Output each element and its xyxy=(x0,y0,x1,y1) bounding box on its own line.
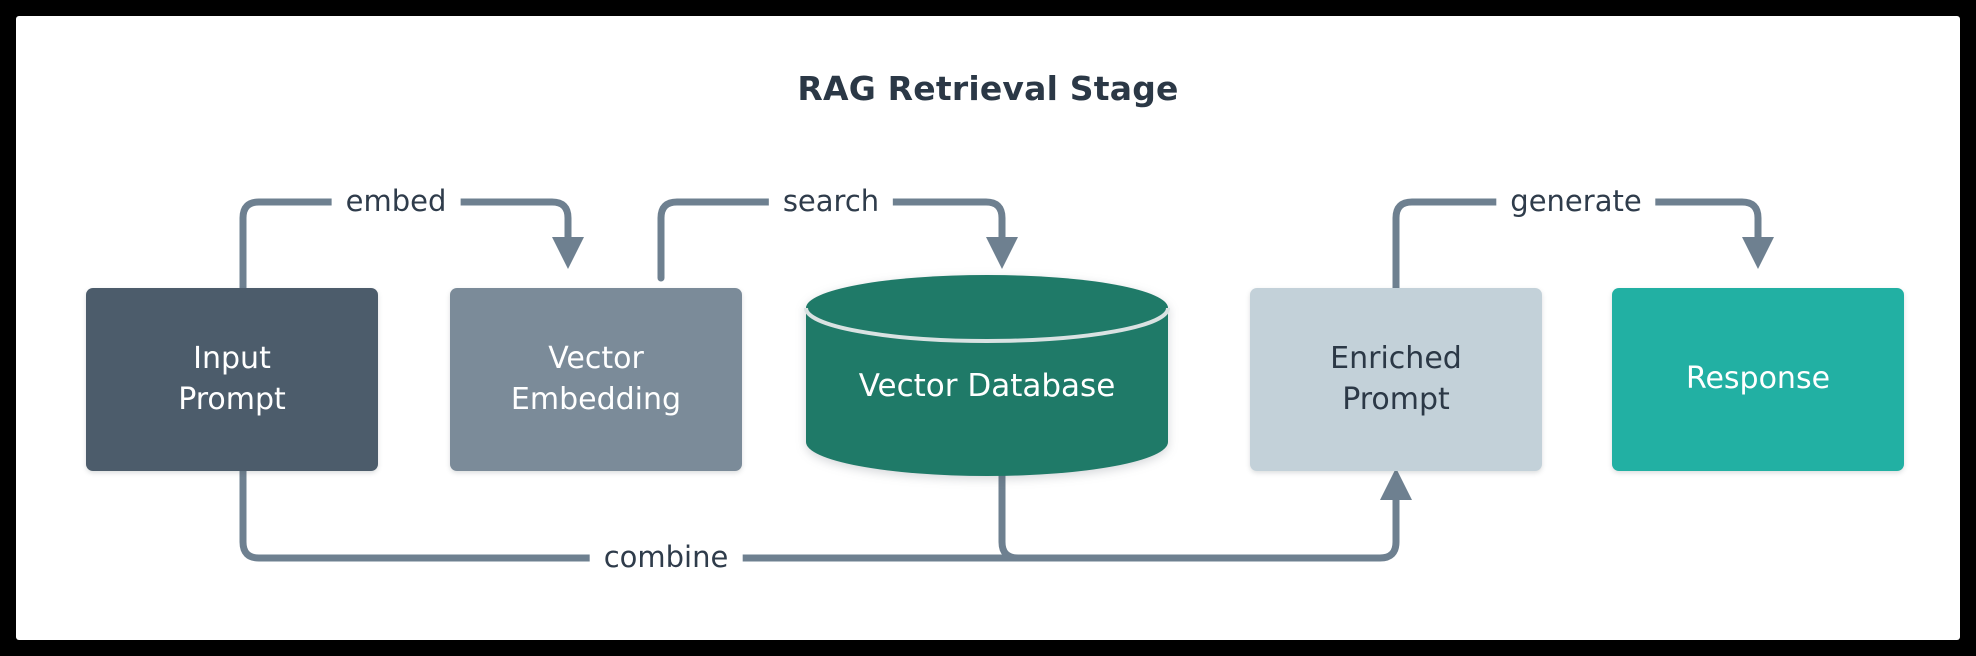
diagram-canvas: RAG Retrieval Stage xyxy=(16,16,1960,640)
cylinder-shape xyxy=(804,275,1170,476)
node-enriched-prompt-line1: Enriched xyxy=(1330,340,1462,376)
edge-label-generate: generate xyxy=(1496,185,1656,218)
node-response[interactable]: Response xyxy=(1612,288,1904,471)
edge-combine xyxy=(239,467,1412,562)
node-vector-embedding-line2: Embedding xyxy=(510,381,682,417)
node-vector-embedding-text: Vector Embedding xyxy=(511,339,681,421)
node-input-prompt-line1: Input xyxy=(193,340,271,376)
page-title: RAG Retrieval Stage xyxy=(797,69,1179,108)
node-input-prompt[interactable]: Input Prompt xyxy=(86,288,378,471)
node-enriched-prompt-text: Enriched Prompt xyxy=(1330,339,1462,421)
edge-label-embed: embed xyxy=(331,185,461,218)
node-vector-embedding[interactable]: Vector Embedding xyxy=(450,288,742,471)
edge-label-combine: combine xyxy=(589,541,743,574)
node-enriched-prompt[interactable]: Enriched Prompt xyxy=(1250,288,1542,471)
arrowhead-search xyxy=(986,237,1018,269)
node-input-prompt-text: Input Prompt xyxy=(178,339,286,421)
arrowhead-embed xyxy=(552,237,584,269)
edge-label-search: search xyxy=(768,185,894,218)
node-enriched-prompt-line2: Prompt xyxy=(1342,381,1450,417)
arrowhead-generate xyxy=(1742,237,1774,269)
node-vector-database[interactable]: Vector Database xyxy=(804,274,1170,476)
arrowhead-combine xyxy=(1380,468,1412,500)
node-vector-database-label: Vector Database xyxy=(858,368,1116,404)
node-vector-embedding-line1: Vector xyxy=(548,340,644,376)
node-response-label: Response xyxy=(1685,361,1831,397)
node-input-prompt-line2: Prompt xyxy=(178,381,286,417)
